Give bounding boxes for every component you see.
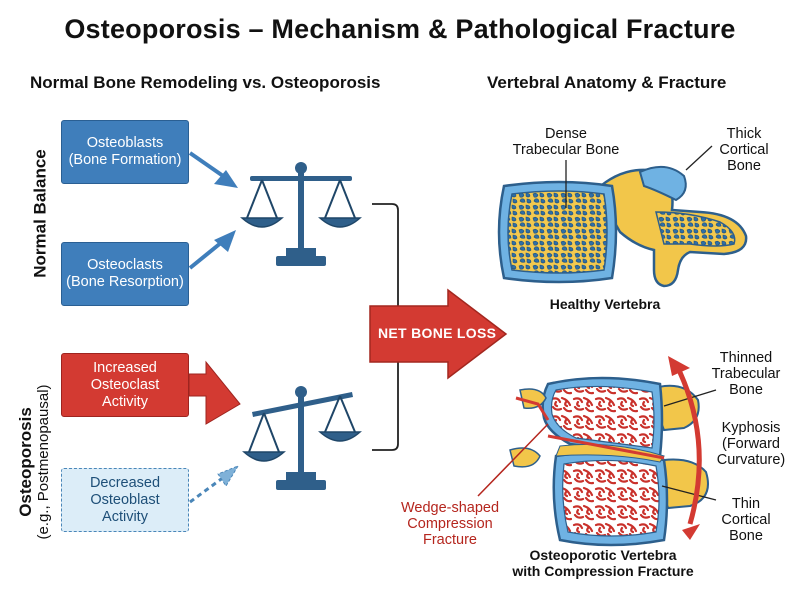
osteoblasts-subtitle: (Bone Formation) bbox=[68, 152, 182, 168]
thin-cortical-label: Thin Cortical Bone bbox=[706, 496, 786, 544]
dense-label-line1: Dense bbox=[545, 126, 587, 142]
healthy-vertebra-caption: Healthy Vertebra bbox=[549, 296, 661, 312]
osteoclasts-subtitle: (Bone Resorption) bbox=[66, 274, 184, 290]
increased-osteoclast-box: Increased Osteoclast Activity bbox=[61, 353, 189, 417]
osteoporotic-vertebra-caption: Osteoporotic Vertebra with Compression F… bbox=[498, 547, 708, 579]
decreased-line1: Decreased bbox=[89, 474, 161, 491]
osteoporosis-arrows bbox=[188, 360, 241, 504]
thin-label-line1: Thin bbox=[731, 496, 761, 512]
thick-label-line1: Thick bbox=[726, 126, 762, 142]
balanced-scale-icon bbox=[240, 162, 362, 266]
caption-line1: Osteoporotic Vertebra bbox=[529, 547, 677, 563]
wedge-label-line1: Wedge-shaped bbox=[400, 500, 500, 516]
thinned-trabecular-label: Thinned Trabecular Bone bbox=[706, 350, 786, 398]
page-title: Osteoporosis – Mechanism & Pathological … bbox=[64, 14, 736, 44]
left-panel-heading: Normal Bone Remodeling vs. Osteoporosis bbox=[30, 73, 381, 92]
decreased-line2: Osteoblast bbox=[90, 491, 160, 508]
net-bone-loss-arrow bbox=[369, 288, 508, 380]
kyphosis-label-line2: (Forward bbox=[721, 436, 780, 452]
caption-line2: with Compression Fracture bbox=[512, 563, 694, 579]
net-bone-loss-label: NET BONE LOSS bbox=[378, 325, 497, 341]
right-panel-heading: Vertebral Anatomy & Fracture bbox=[487, 73, 727, 92]
wedge-label-line2: Compression bbox=[407, 516, 493, 532]
decreased-line3: Activity bbox=[102, 508, 148, 525]
osteoclasts-box: Osteoclasts (Bone Resorption) bbox=[61, 242, 189, 306]
osteoblasts-title: Osteoblasts bbox=[86, 135, 164, 151]
increased-line3: Activity bbox=[102, 393, 148, 410]
increased-line2: Osteoclast bbox=[90, 376, 160, 393]
thin-label-line2: Cortical bbox=[721, 512, 771, 528]
wedge-fracture-label: Wedge-shaped Compression Fracture bbox=[400, 500, 500, 548]
kyphosis-label-line1: Kyphosis bbox=[721, 420, 781, 436]
thin-label-line3: Bone bbox=[729, 528, 763, 544]
kyphosis-label-line3: Curvature) bbox=[716, 452, 786, 468]
thinned-label-line2: Trabecular bbox=[711, 366, 781, 382]
decreased-osteoblast-box: Decreased Osteoblast Activity bbox=[61, 468, 189, 532]
kyphosis-label: Kyphosis (Forward Curvature) bbox=[710, 420, 792, 468]
osteoporotic-vertebra-illustration bbox=[477, 356, 717, 547]
thick-cortical-label: Thick Cortical Bone bbox=[706, 126, 782, 174]
thinned-label-line3: Bone bbox=[729, 382, 763, 398]
increased-line1: Increased bbox=[93, 359, 157, 376]
osteoclasts-title: Osteoclasts bbox=[87, 257, 163, 273]
dense-trabecular-label: Dense Trabecular Bone bbox=[506, 126, 626, 158]
dense-label-line2: Trabecular Bone bbox=[512, 142, 620, 158]
thick-label-line2: Cortical bbox=[719, 142, 769, 158]
normal-arrows bbox=[188, 151, 238, 270]
wedge-label-line3: Fracture bbox=[423, 532, 477, 548]
thinned-label-line1: Thinned bbox=[719, 350, 773, 366]
healthy-vertebra-illustration bbox=[497, 145, 748, 288]
osteoblasts-box: Osteoblasts (Bone Formation) bbox=[61, 120, 189, 184]
thick-label-line3: Bone bbox=[727, 158, 761, 174]
tilted-scale-icon bbox=[242, 386, 362, 490]
